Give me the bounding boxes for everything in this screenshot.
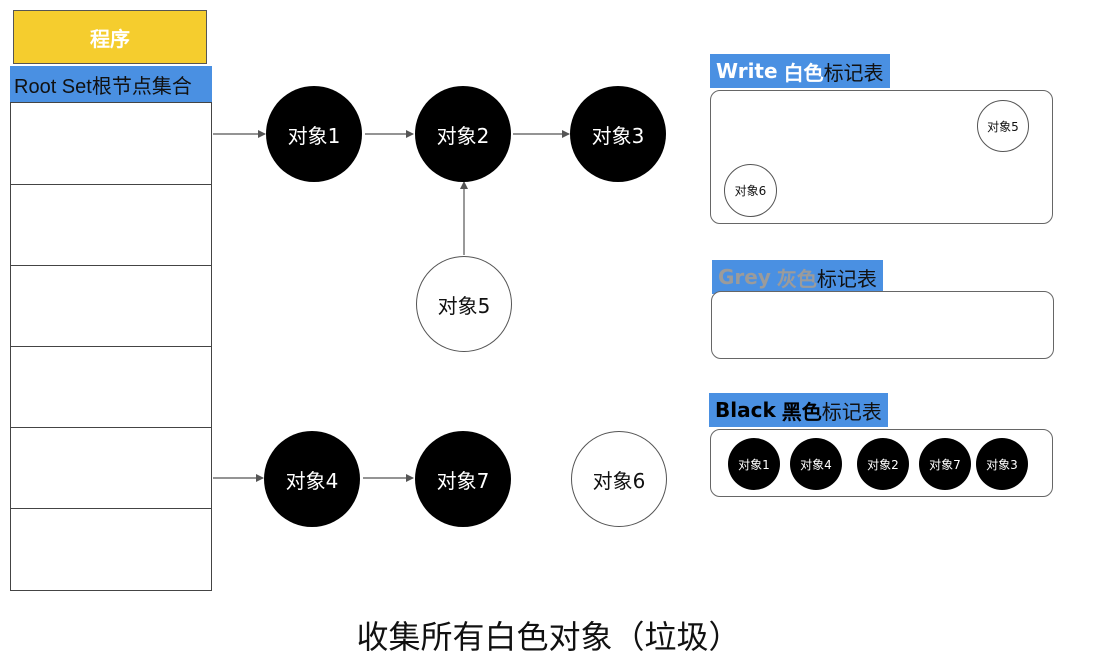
root-set-slot <box>11 185 211 266</box>
node-obj1: 对象1 <box>266 86 362 182</box>
node-obj6: 对象6 <box>571 431 667 527</box>
root-set-slot <box>11 103 211 185</box>
grey-table-label-color: 灰色 <box>776 266 817 291</box>
node-obj5: 对象5 <box>416 256 512 352</box>
black-table-label: Black 黑色 标记表 <box>709 393 888 427</box>
root-set-slot <box>11 428 211 509</box>
black-table-label-en: Black <box>715 398 776 422</box>
black-table-box: 对象1 对象4 对象2 对象7 对象3 <box>710 429 1053 497</box>
black-table-item: 对象2 <box>857 438 909 490</box>
black-table-label-suffix: 标记表 <box>821 399 882 424</box>
white-table-label: Write 白色 标记表 <box>710 54 890 88</box>
black-table-item: 对象7 <box>919 438 971 490</box>
white-table-label-en: Write <box>716 59 778 83</box>
slide-caption: 收集所有白色对象（垃圾） <box>356 618 741 656</box>
node-obj2: 对象2 <box>415 86 511 182</box>
black-table-item: 对象1 <box>728 438 780 490</box>
grey-table-label-en: Grey <box>718 265 771 289</box>
root-set-slot <box>11 266 211 347</box>
program-label: 程序 <box>90 26 130 51</box>
black-table-item: 对象3 <box>976 438 1028 490</box>
white-table-label-suffix: 标记表 <box>823 60 884 85</box>
white-table-box: 对象5 对象6 <box>710 90 1053 224</box>
grey-table-label: Grey 灰色 标记表 <box>712 260 883 294</box>
node-obj7: 对象7 <box>415 431 511 527</box>
program-box: 程序 <box>13 10 207 64</box>
black-table-label-color: 黑色 <box>781 399 822 424</box>
node-obj3: 对象3 <box>570 86 666 182</box>
node-obj4: 对象4 <box>264 431 360 527</box>
root-set-column <box>10 102 212 591</box>
white-table-item: 对象5 <box>977 100 1029 152</box>
black-table-item: 对象4 <box>790 438 842 490</box>
grey-table-box <box>711 291 1054 359</box>
root-set-label: Root Set根节点集合 <box>10 66 212 102</box>
white-table-item: 对象6 <box>724 164 777 217</box>
root-set-slot <box>11 347 211 428</box>
white-table-label-color: 白色 <box>783 60 824 85</box>
grey-table-label-suffix: 标记表 <box>816 266 877 291</box>
